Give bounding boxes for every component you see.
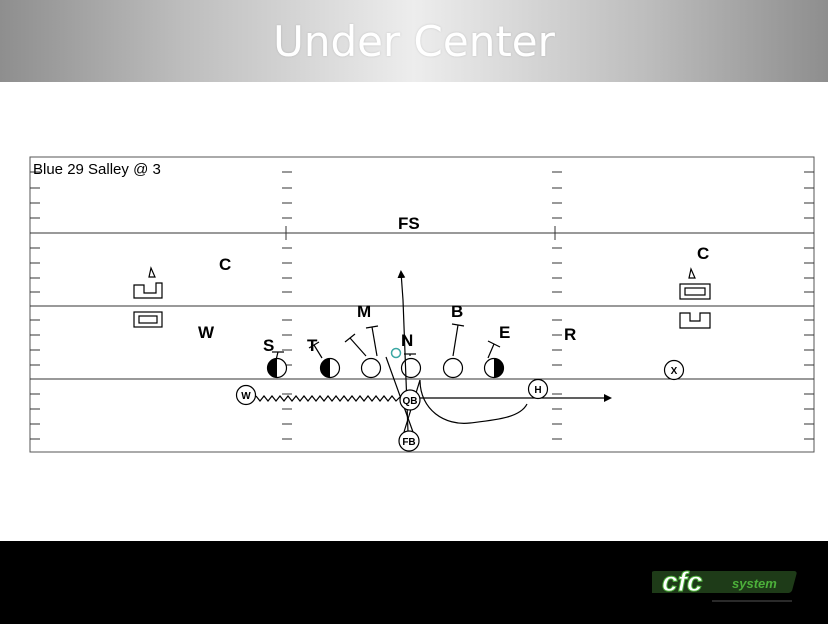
defender-m: M <box>357 302 371 321</box>
defender-r: R <box>564 325 576 344</box>
title-banner: Under Center <box>0 0 828 82</box>
lineman <box>442 357 464 379</box>
player-h-marker <box>527 378 549 400</box>
logo-main-text: cfc <box>662 566 703 597</box>
block-marks <box>272 323 501 361</box>
defender-n: N <box>401 331 413 350</box>
player-qb: QB <box>403 396 418 407</box>
lineman-half-filled <box>266 357 288 379</box>
lineman <box>360 357 382 379</box>
player-w: W <box>241 391 251 402</box>
cfc-system-logo: cfc system <box>652 566 797 602</box>
defender-fs: FS <box>398 214 420 233</box>
lineman-half-filled <box>483 357 505 379</box>
player-x-marker <box>663 359 685 381</box>
player-qb-marker <box>399 389 421 411</box>
footer-bar: cfc system <box>0 541 828 624</box>
offensive-line <box>266 357 505 379</box>
defender-s: S <box>263 336 274 355</box>
defender-w: W <box>198 323 215 342</box>
player-w-marker <box>235 384 257 406</box>
player-fb: FB <box>402 437 415 448</box>
ball-marker <box>390 347 402 359</box>
defender-c-right: C <box>697 244 709 263</box>
slide-title: Under Center <box>273 16 555 66</box>
hash-marks <box>30 171 814 440</box>
formation-marker-left <box>133 266 163 328</box>
field-border <box>29 156 815 453</box>
defender-b: B <box>451 302 463 321</box>
lineman-half-filled <box>319 357 341 379</box>
logo-sub-text: system <box>732 576 777 591</box>
play-name: Blue 29 Salley @ 3 <box>33 161 161 178</box>
formation-marker-right <box>679 267 711 329</box>
defender-e: E <box>499 323 510 342</box>
player-fb-marker <box>398 430 420 452</box>
player-x: X <box>671 366 678 377</box>
center <box>400 357 422 379</box>
defender-c-left: C <box>219 255 231 274</box>
player-h: H <box>534 385 541 396</box>
